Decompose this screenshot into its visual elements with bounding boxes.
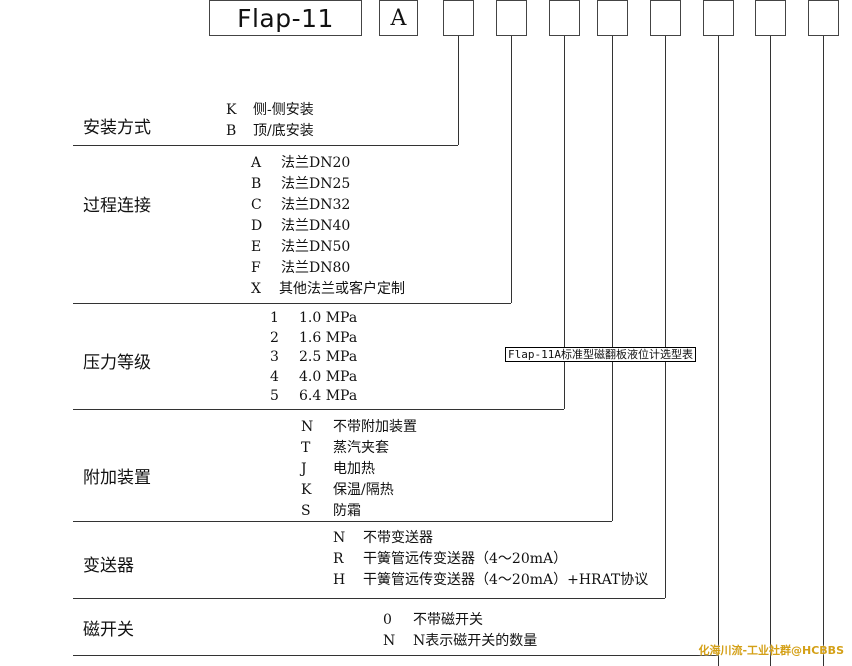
connector-line-8 xyxy=(823,36,824,666)
section-title-pressure: 压力等级 xyxy=(83,353,151,373)
divider-accessory xyxy=(73,521,612,522)
connector-line-4 xyxy=(612,36,613,521)
section-title-transmitter: 变送器 xyxy=(83,556,134,576)
connector-line-2 xyxy=(511,36,512,303)
model-code-box: Flap-11 xyxy=(209,0,362,36)
code-slot-1 xyxy=(443,0,474,36)
type-code: A xyxy=(390,5,407,31)
divider-switch xyxy=(73,655,718,656)
connector-line-6 xyxy=(718,36,719,666)
divider-install xyxy=(73,145,458,146)
code-slot-3 xyxy=(549,0,580,36)
section-title-accessory: 附加装置 xyxy=(83,468,151,488)
section-title-install: 安装方式 xyxy=(83,118,151,138)
code-slot-8 xyxy=(808,0,839,36)
connector-line-1 xyxy=(458,36,459,145)
code-slot-4 xyxy=(597,0,628,36)
table-title-label: Flap-11A标准型磁翻板液位计选型表 xyxy=(505,347,696,362)
divider-pressure xyxy=(73,409,564,410)
watermark: 化海川流-工业社群@HCBBS xyxy=(698,644,844,657)
code-slot-7 xyxy=(755,0,786,36)
divider-transmitter xyxy=(73,598,665,599)
section-title-magnetic-switch: 磁开关 xyxy=(83,620,134,640)
divider-connection xyxy=(73,303,511,304)
code-slot-2 xyxy=(496,0,527,36)
code-slot-6 xyxy=(703,0,734,36)
connector-line-7 xyxy=(770,36,771,666)
model-code: Flap-11 xyxy=(237,3,334,33)
connector-line-3 xyxy=(564,36,565,409)
section-title-connection: 过程连接 xyxy=(83,196,151,216)
type-code-box: A xyxy=(379,0,418,36)
code-slot-5 xyxy=(650,0,681,36)
connector-line-5 xyxy=(665,36,666,598)
